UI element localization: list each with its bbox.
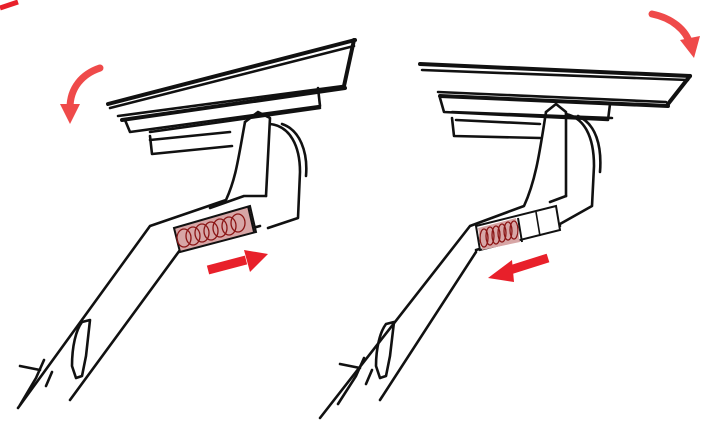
head-plate (106, 38, 357, 122)
head-bracket-right (438, 96, 614, 140)
right-panel (318, 10, 700, 420)
corner-mark (0, 0, 19, 11)
slide-left-arrow-icon (488, 253, 550, 282)
spring-sleeve-relaxed (474, 204, 562, 252)
lower-tube-right (336, 320, 396, 406)
main-shaft (16, 110, 308, 410)
head-plate-right (418, 62, 692, 108)
spring-sleeve-compressed (172, 204, 258, 254)
lower-tube (18, 318, 92, 407)
spring-coil (176, 213, 246, 248)
slide-right-arrow-icon (206, 250, 268, 275)
main-shaft-right (318, 102, 602, 420)
head-bracket (123, 86, 322, 156)
rotate-clockwise-arrow-icon (648, 10, 700, 58)
spring-coil-right (479, 220, 519, 248)
left-panel (16, 38, 357, 410)
rotate-counterclockwise-arrow-icon (60, 64, 104, 124)
